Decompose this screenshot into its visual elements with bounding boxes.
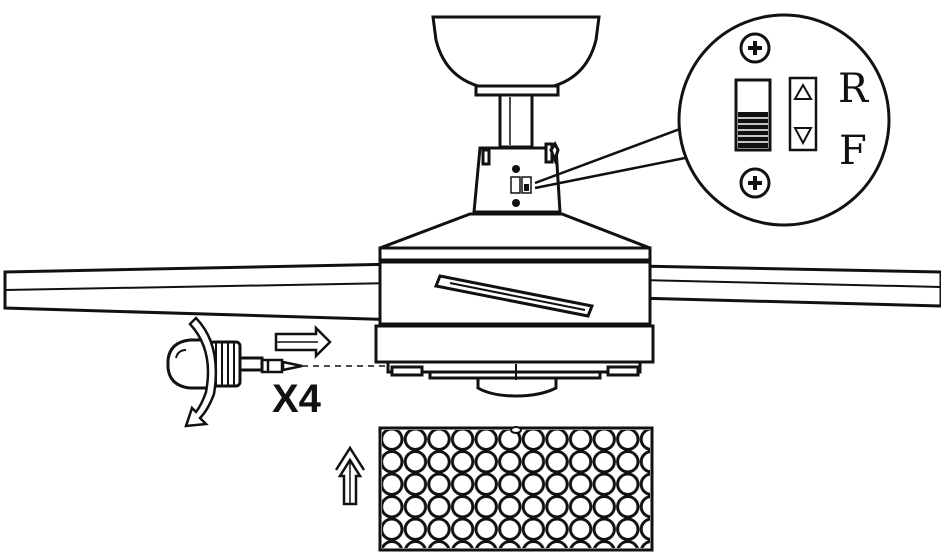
quantity-label: X4 <box>272 377 322 421</box>
light-kit-housing <box>374 324 655 398</box>
screw <box>260 358 303 374</box>
reverse-label: R <box>838 66 870 112</box>
downrod <box>498 93 534 149</box>
phillips-screw-icon <box>739 32 771 64</box>
arrow-up-icon <box>334 445 366 506</box>
canopy <box>431 15 601 97</box>
reverse-forward-switch-icon <box>734 76 818 152</box>
forward-label: F <box>839 128 867 174</box>
rotation-arrow-icon <box>184 316 218 428</box>
light-cover <box>378 426 654 552</box>
phillips-screw-icon <box>739 167 771 199</box>
motor-housing-band <box>378 260 652 326</box>
arrow-right-icon <box>274 324 332 360</box>
callout-lines <box>534 124 701 190</box>
switch-housing <box>472 141 562 214</box>
motor-housing-top <box>378 212 652 262</box>
switch-callout: R F <box>677 13 891 227</box>
